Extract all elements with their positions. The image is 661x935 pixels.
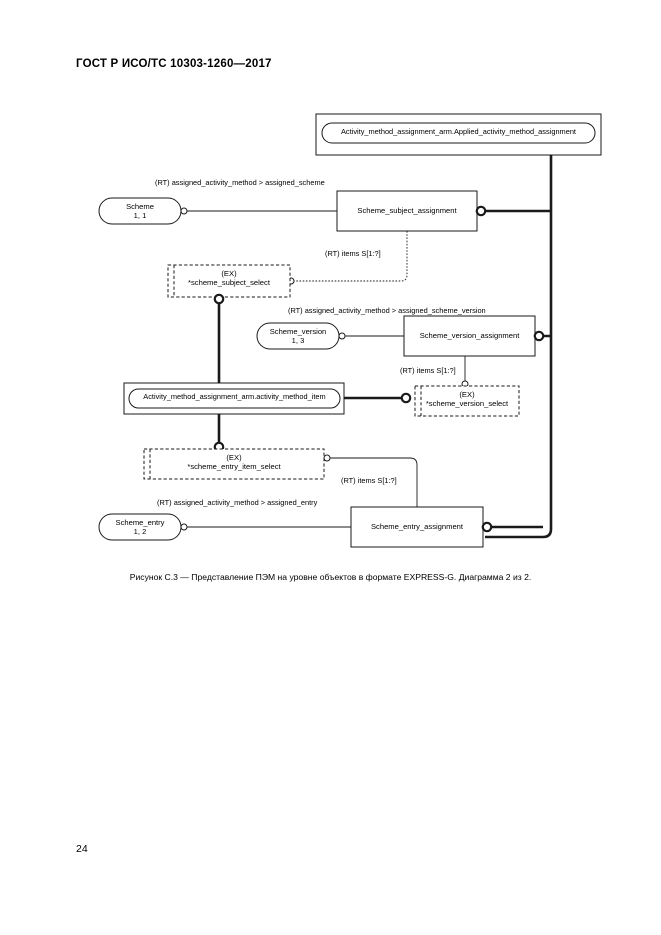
entity-scheme-entry[interactable] <box>98 513 182 541</box>
entity-scheme-version-assignment[interactable] <box>403 315 545 357</box>
relation-scheme-version-to-version-assignment <box>338 332 404 340</box>
relation-scheme-to-subject-assignment <box>180 207 337 215</box>
schema-block-applied <box>315 113 602 156</box>
supertype-branch-version-select <box>344 392 412 404</box>
select-scheme-entry-item-select[interactable] <box>143 448 325 480</box>
select-scheme-version-select[interactable] <box>414 385 520 417</box>
schema-block-item <box>123 382 345 415</box>
supertype-branch-entry-item-select <box>213 414 225 453</box>
entity-scheme[interactable] <box>98 197 182 225</box>
relation-items-scheme-version-select <box>461 356 469 388</box>
supertype-branch-subject-select <box>213 293 225 383</box>
entity-scheme-subject-assignment[interactable] <box>336 190 487 232</box>
entity-scheme-entry-assignment[interactable] <box>350 506 543 548</box>
relation-items-scheme-subject-select <box>287 231 408 285</box>
select-scheme-subject-select[interactable] <box>167 264 291 298</box>
relation-items-scheme-entry-assignment <box>323 454 418 516</box>
page-number: 24 <box>76 843 88 855</box>
document-header: ГОСТ Р ИСО/ТС 10303-1260—2017 <box>76 58 272 70</box>
figure-caption: Рисунок С.3 — Представление ПЭМ на уровн… <box>129 572 532 582</box>
entity-scheme-version[interactable] <box>256 322 340 350</box>
relation-scheme-entry-to-entry-assignment <box>180 523 351 531</box>
